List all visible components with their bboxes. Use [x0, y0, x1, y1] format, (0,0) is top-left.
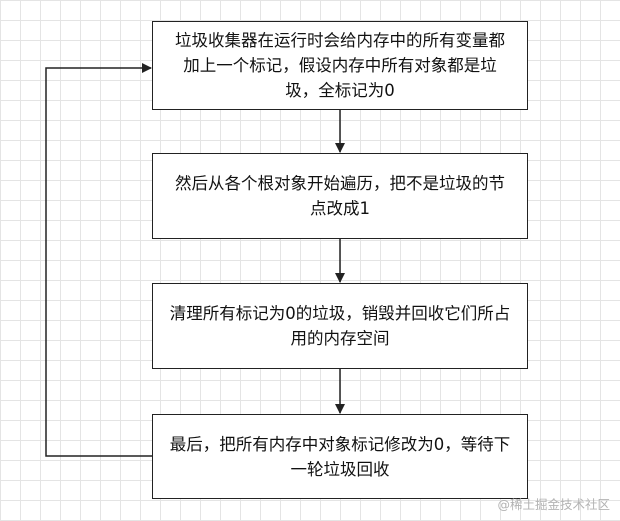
step-2-text: 然后从各个根对象开始遍历，把不是垃圾的节点改成1: [175, 174, 505, 218]
step-1-text: 垃圾收集器在运行时会给内存中的所有变量都加上一个标记，假设内存中所有对象都是垃圾…: [175, 31, 505, 100]
step-4-reset-marks-box: 最后，把所有内存中对象标记修改为0，等待下一轮垃圾回收: [152, 414, 528, 499]
step-4-text: 最后，把所有内存中对象标记修改为0，等待下一轮垃圾回收: [169, 434, 511, 479]
step-3-sweep-box: 清理所有标记为0的垃圾，销毁并回收它们所占用的内存空间: [152, 283, 528, 369]
step-2-traverse-roots-box: 然后从各个根对象开始遍历，把不是垃圾的节点改成1: [152, 153, 528, 239]
step-1-mark-all-box: 垃圾收集器在运行时会给内存中的所有变量都加上一个标记，假设内存中所有对象都是垃圾…: [152, 21, 528, 110]
watermark-text: @稀土掘金技术社区: [497, 497, 610, 512]
loop-back-arrow: [45, 63, 152, 457]
step-3-text: 清理所有标记为0的垃圾，销毁并回收它们所占用的内存空间: [169, 304, 511, 348]
